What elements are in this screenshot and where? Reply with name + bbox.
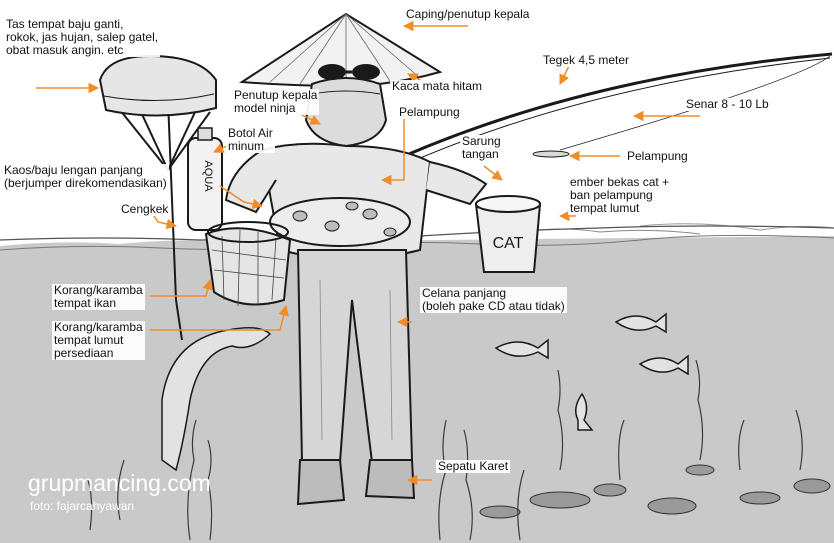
label-pelampung-right: Pelampung [625, 149, 690, 163]
photo-credit: foto: fajarcahyawan [30, 499, 135, 513]
bottle-text: AQUA [202, 160, 214, 192]
label-penutup-ninja: Penutup kepala model ninja [232, 88, 320, 115]
boots [296, 459, 416, 506]
label-celana: Celana panjang (boleh pake CD atau tidak… [420, 286, 567, 313]
label-botol: Botol Air minum [226, 126, 275, 153]
fish [161, 312, 689, 472]
site-watermark: grupmancing.com [28, 470, 211, 496]
weeds [87, 359, 803, 541]
label-senar: Senar 8 - 10 Lb [684, 97, 771, 111]
rocks [479, 464, 831, 519]
label-tegek: Tegek 4,5 meter [541, 53, 632, 67]
label-kaos: Kaos/baju lengan panjang (berjumper dire… [2, 163, 169, 190]
head [304, 64, 388, 148]
label-korang-lumut: Korang/karamba tempat lumut persediaan [52, 320, 145, 360]
label-pelampung-top: Pelampung [397, 105, 462, 119]
label-sepatu: Sepatu Karet [436, 459, 511, 473]
label-korang-ikan: Korang/karamba tempat ikan [52, 283, 145, 310]
label-sarung: Sarung tangan [460, 134, 503, 161]
tube-float [269, 197, 411, 247]
paint-bucket: CAT [474, 195, 542, 273]
label-caping: Caping/penutup kepala [404, 7, 532, 21]
water-bottle: AQUA [187, 127, 223, 231]
label-ember: ember bekas cat + ban pelampung tempat l… [568, 175, 672, 215]
label-cengkek: Cengkek [119, 202, 171, 216]
keepnets [204, 221, 292, 307]
bag [98, 54, 217, 117]
label-tas: Tas tempat baju ganti, rokok, jas hujan,… [4, 17, 161, 57]
label-kacamata: Kaca mata hitam [390, 79, 485, 93]
bucket-text: CAT [493, 235, 524, 252]
